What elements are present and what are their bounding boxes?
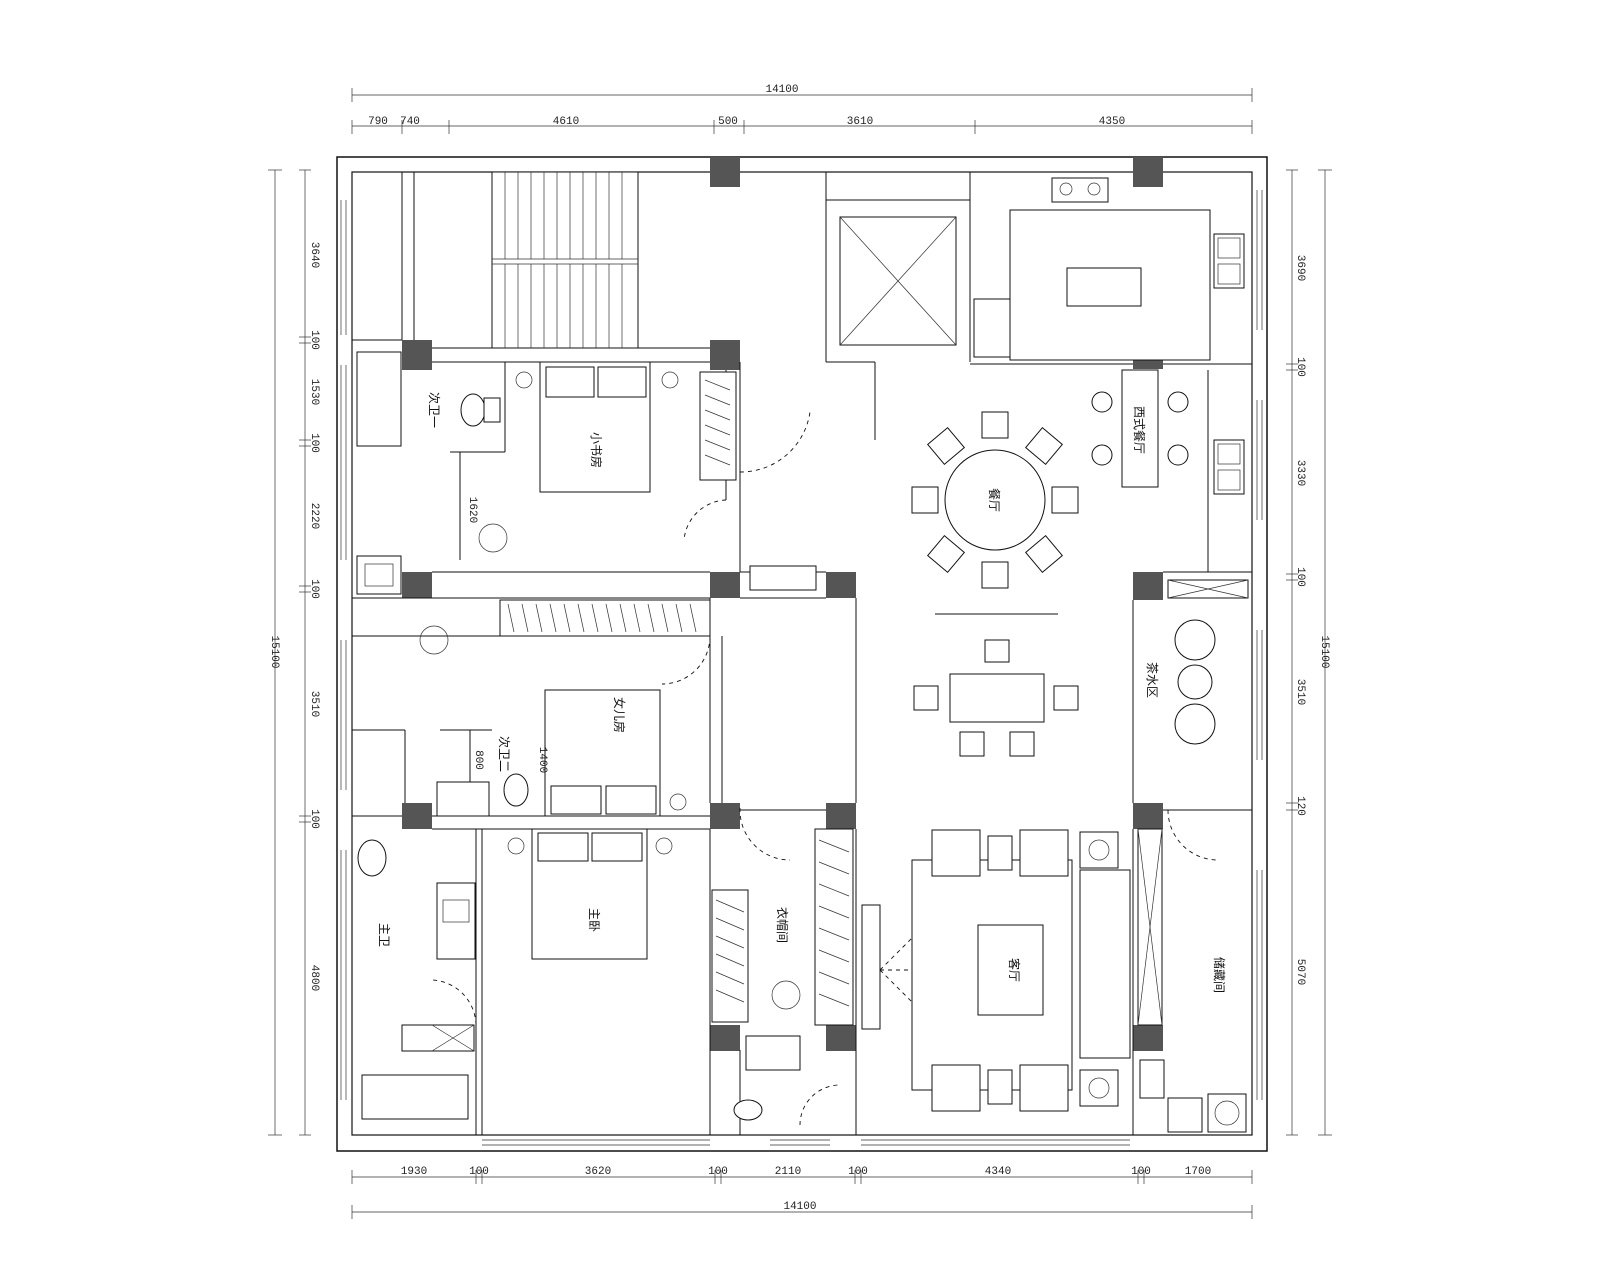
master-bathroom: 主卫: [357, 839, 476, 1120]
dim-left-seg-8: 100: [308, 809, 320, 829]
label-living-room: 客厅: [1007, 958, 1022, 982]
label-cloakroom: 衣帽间: [775, 907, 790, 943]
dim-bottom-seg-5: 2110: [775, 1166, 801, 1178]
right-dimensions: 15100 3690 100 3330 100 3510 120 5070: [1286, 169, 1332, 1136]
exterior-walls: [336, 156, 1268, 1152]
label-master-bedroom: 主卧: [587, 908, 601, 932]
left-dimensions: 15100 3640 100 1530 100 2220 100 3510 10…: [268, 169, 320, 1136]
dim-left-seg-6: 100: [308, 579, 320, 599]
dim-inner-3: 1400: [536, 747, 548, 773]
columns: [402, 157, 1163, 1051]
dim-right-seg-6: 120: [1294, 796, 1306, 816]
bathroom-2: 次卫二 800 1400: [436, 729, 548, 817]
hallway-tea-table: [913, 613, 1079, 757]
dim-right-seg-1: 3690: [1294, 255, 1306, 281]
dim-top-seg-4: 500: [718, 116, 738, 128]
label-dining: 餐厅: [987, 488, 1002, 512]
door-swings: [419, 411, 1219, 1126]
wardrobe-row: [499, 565, 817, 637]
dim-left-seg-7: 3510: [308, 691, 320, 717]
dim-bottom-overall: 14100: [783, 1201, 816, 1213]
dim-bottom-seg-4: 100: [708, 1166, 728, 1178]
storage-room: 储藏间: [1137, 828, 1247, 1133]
label-bath-2: 次卫二: [497, 736, 511, 772]
dining-table: 餐厅: [911, 411, 1079, 589]
dim-right-seg-2: 100: [1294, 357, 1306, 377]
dim-inner-2: 800: [472, 750, 484, 770]
bathroom-1: 次卫一 1620: [356, 351, 506, 595]
label-western-dining: 西式餐厅: [1132, 406, 1147, 454]
label-daughter-room: 女儿房: [612, 697, 627, 733]
dim-bottom-seg-1: 1930: [401, 1166, 427, 1178]
label-master-bath: 主卫: [377, 923, 391, 947]
dim-top-seg-2: 740: [400, 116, 420, 128]
kitchen: [973, 177, 1245, 361]
label-bath-1: 次卫一: [427, 392, 441, 428]
daughter-bedroom: 女儿房: [544, 689, 687, 817]
label-tea-room: 茶水区: [1145, 662, 1160, 698]
western-dining-area: 西式餐厅: [1091, 369, 1245, 495]
elevator-shaft: [839, 216, 957, 346]
bottom-dimensions: 1930 100 3620 100 2110 100 4340 100 1700…: [351, 1166, 1253, 1219]
dim-left-seg-5: 2220: [308, 503, 320, 529]
dim-left-overall: 15100: [268, 635, 280, 668]
label-storage-room: 储藏间: [1212, 957, 1227, 993]
dim-inner-1: 1620: [466, 497, 478, 523]
dim-bottom-seg-3: 3620: [585, 1166, 611, 1178]
dim-left-seg-1: 3640: [308, 242, 320, 268]
top-dimensions: 14100 790 740 4610 500 3610 4350: [351, 84, 1253, 134]
dim-left-seg-9: 4800: [308, 965, 320, 991]
living-room: 客厅: [861, 829, 1131, 1112]
dim-bottom-seg-6: 100: [848, 1166, 868, 1178]
dim-left-seg-3: 1530: [308, 379, 320, 405]
dim-right-seg-7: 5070: [1294, 959, 1306, 985]
dim-right-seg-4: 100: [1294, 567, 1306, 587]
dim-top-seg-1: 790: [368, 116, 388, 128]
label-small-bedroom: 小书房: [589, 432, 604, 468]
dim-bottom-seg-7: 4340: [985, 1166, 1011, 1178]
dim-right-seg-3: 3330: [1294, 460, 1306, 486]
dim-bottom-seg-9: 1700: [1185, 1166, 1211, 1178]
dim-bottom-seg-2: 100: [469, 1166, 489, 1178]
master-bedroom: 主卧: [507, 828, 673, 960]
dim-right-overall: 15100: [1318, 635, 1330, 668]
tea-room: 茶水区: [1145, 579, 1249, 745]
dim-top-seg-6: 4350: [1099, 116, 1125, 128]
small-bedroom: 小书房: [515, 361, 737, 493]
dim-left-seg-2: 100: [308, 330, 320, 350]
dim-right-seg-5: 3510: [1294, 679, 1306, 705]
dim-left-seg-4: 100: [308, 433, 320, 453]
dim-top-seg-3: 4610: [553, 116, 579, 128]
dim-bottom-seg-8: 100: [1131, 1166, 1151, 1178]
cloakroom: 衣帽间: [711, 828, 854, 1121]
staircase: [491, 171, 639, 349]
dim-top-overall: 14100: [765, 84, 798, 96]
dim-top-seg-5: 3610: [847, 116, 873, 128]
